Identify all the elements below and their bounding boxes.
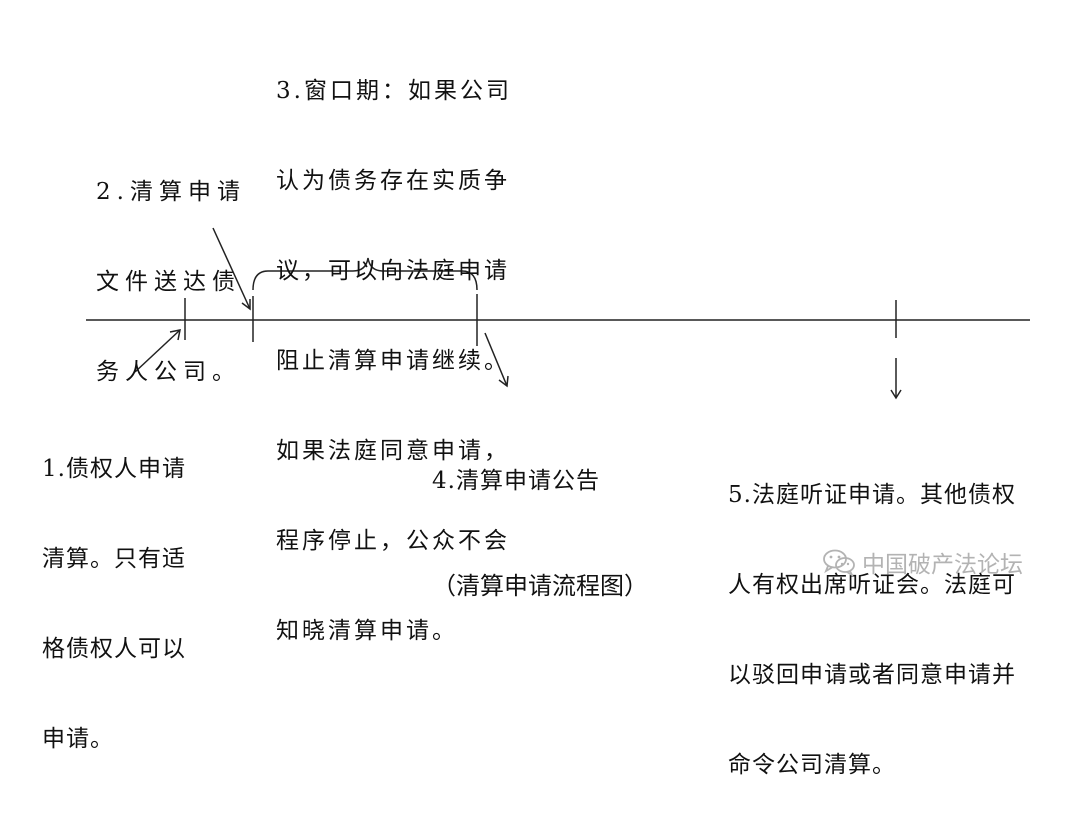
arrow-step-1-head xyxy=(169,329,181,341)
arrow-step-5-head xyxy=(890,389,902,400)
step-5-text: 5.法庭听证申请。其他债权 人有权出席听证会。法庭可 以驳回申请或者同意申请并 … xyxy=(728,420,1016,840)
step-4-text: 4.清算申请公告 xyxy=(432,406,600,556)
flowchart-canvas: 1.债权人申请 清算。只有适 格债权人可以 申请。 2.清算申请 文件送达债 务… xyxy=(42,78,1030,778)
diagram-caption: （清算申请流程图） xyxy=(432,572,648,600)
step-1-text: 1.债权人申请 清算。只有适 格债权人可以 申请。 xyxy=(42,394,186,814)
step-2-text: 2.清算申请 文件送达债 务人公司。 xyxy=(96,117,246,447)
step-1-line: 格债权人可以 xyxy=(42,636,186,662)
step-5-line: 人有权出席听证会。法庭可 xyxy=(728,572,1016,598)
step-5-line: 以驳回申请或者同意申请并 xyxy=(728,662,1016,688)
step-3-line: 程序停止，公众不会 xyxy=(276,528,510,554)
step-3-line: 3.窗口期：如果公司 xyxy=(276,78,512,104)
step-3-line: 议，可以向法庭申请 xyxy=(276,258,510,284)
timeline-diagram xyxy=(86,227,1030,400)
step-3-text: 3.窗口期：如果公司 认为债务存在实质争 议，可以向法庭申请 阻止清算申请继续。… xyxy=(276,16,512,706)
arrow-step-2-head xyxy=(241,299,251,311)
step-1-line: 申请。 xyxy=(42,726,114,752)
arrow-step-4-head xyxy=(498,375,509,388)
arrow-step-1 xyxy=(134,329,181,373)
step-2-line: 务人公司。 xyxy=(96,359,241,385)
step-3-line: 阻止清算申请继续。 xyxy=(276,348,510,374)
step-1-line: 1.债权人申请 xyxy=(42,456,186,482)
step-3-line: 认为债务存在实质争 xyxy=(276,168,510,194)
step-2-line: 2.清算申请 xyxy=(96,179,246,205)
step-3-line: 知晓清算申请。 xyxy=(276,618,458,644)
step-1-line: 清算。只有适 xyxy=(42,546,186,572)
step-5-line: 命令公司清算。 xyxy=(728,752,896,778)
step-5-line: 5.法庭听证申请。其他债权 xyxy=(728,482,1016,508)
step-4-line: 4.清算申请公告 xyxy=(432,468,600,494)
watermark-text: 中国破产法论坛 xyxy=(862,552,1023,578)
watermark: 中国破产法论坛 xyxy=(822,545,1023,579)
arrow-step-4 xyxy=(484,332,508,387)
step-2-line: 文件送达债 xyxy=(96,269,241,295)
wechat-icon xyxy=(822,548,856,576)
step-3-line: 如果法庭同意申请， xyxy=(276,438,510,464)
window-period-brace xyxy=(252,257,478,291)
arrow-step-2 xyxy=(212,227,251,310)
